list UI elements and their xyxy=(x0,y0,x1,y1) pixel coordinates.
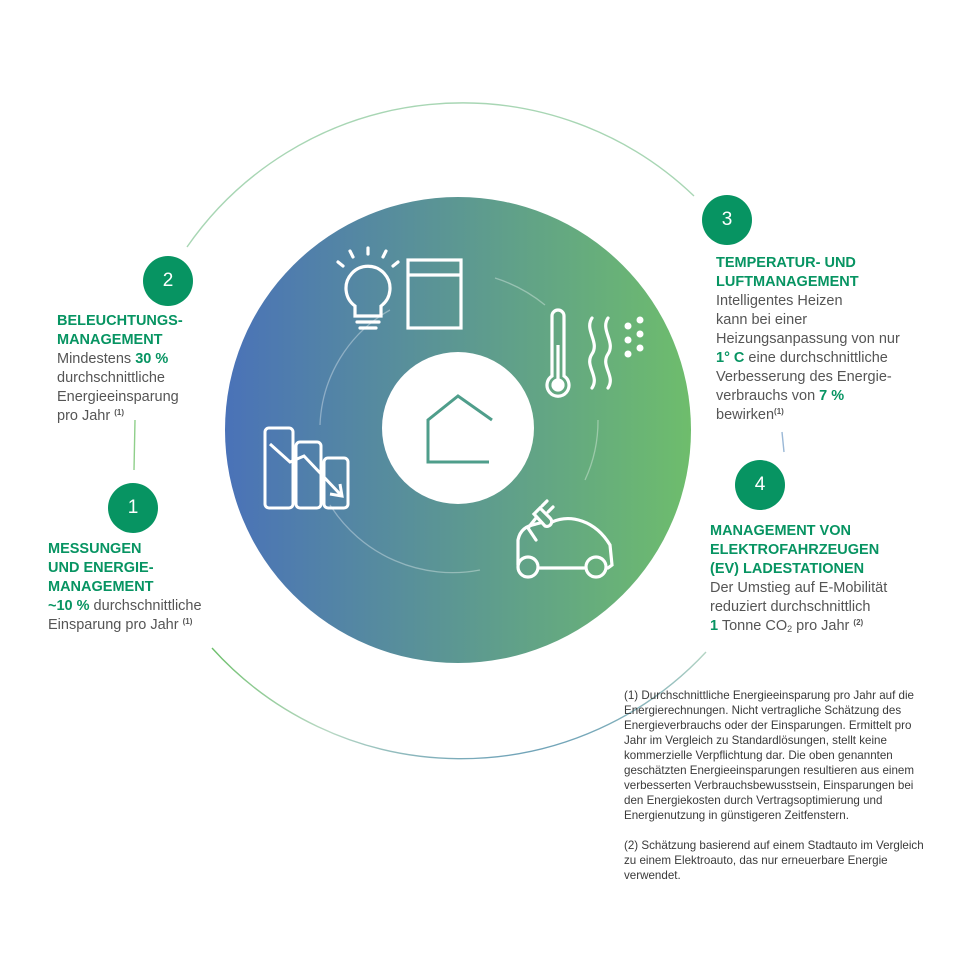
footnote-ref: (1) xyxy=(182,617,193,626)
step-2-title-line-2: MANAGEMENT xyxy=(57,332,163,348)
step-3-title-line-1: TEMPERATUR- UND xyxy=(716,255,856,271)
step-4-text-line-3: 1 Tonne CO2 pro Jahr (2) xyxy=(710,618,864,634)
ring-arc-top-right xyxy=(781,431,785,453)
air-waves-icon xyxy=(588,316,644,390)
step-2-text-block: BELEUCHTUNGS- MANAGEMENT Mindestens 30 %… xyxy=(57,312,183,426)
outer-ring xyxy=(133,102,785,760)
step-4-text-line-1: Der Umstieg auf E-Mobilität xyxy=(710,580,888,596)
step-badge-4: 4 xyxy=(735,460,785,510)
step-1-text-line-2: Einsparung pro Jahr (1) xyxy=(48,617,193,633)
step-3-title-line-2: LUFTMANAGEMENT xyxy=(716,274,859,290)
step-3-text-line-5: Verbesserung des Energie- xyxy=(716,369,892,385)
step-3-text-line-3: Heizungsanpassung von nur xyxy=(716,331,900,347)
step-3-text-line-4: 1° C eine durchschnittliche xyxy=(716,350,888,366)
step-2-text-line-1: Mindestens 30 % xyxy=(57,351,169,367)
footnote-ref: (2) xyxy=(853,618,864,627)
step-2-text-line-2: durchschnittliche xyxy=(57,370,165,386)
electric-car-icon xyxy=(516,499,614,579)
step-2-title-line-1: BELEUCHTUNGS- xyxy=(57,313,183,329)
step-3-text-line-2: kann bei einer xyxy=(716,312,808,328)
step-2-text-line-3: Energieeinsparung xyxy=(57,389,179,405)
step-2-text-line-4: pro Jahr (1) xyxy=(57,408,125,424)
step-3-text-line-1: Intelligentes Heizen xyxy=(716,293,843,309)
footnotes: (1) Durchschnittliche Energieeinsparung … xyxy=(624,688,924,898)
footnote-ref: (1) xyxy=(114,408,125,417)
step-1-title-line-3: MANAGEMENT xyxy=(48,579,154,595)
step-4-text-block: MANAGEMENT VON ELEKTROFAHRZEUGEN (EV) LA… xyxy=(710,522,887,636)
step-1-text-block: MESSUNGEN UND ENERGIE- MANAGEMENT ~10 % … xyxy=(48,540,202,635)
thermometer-icon xyxy=(545,308,571,398)
ring-arc-top xyxy=(186,102,695,248)
window-icon xyxy=(406,258,463,330)
step-4-title-line-2: ELEKTROFAHRZEUGEN xyxy=(710,542,880,558)
footnote-ref: (1) xyxy=(774,407,784,416)
ring-arc-bottom xyxy=(211,647,707,760)
footnote-2: (2) Schätzung basierend auf einem Stadta… xyxy=(624,839,924,882)
step-3-text-block: TEMPERATUR- UND LUFTMANAGEMENT Intellige… xyxy=(716,254,900,425)
declining-meter-chart-icon xyxy=(263,426,350,510)
step-badge-3: 3 xyxy=(702,195,752,245)
step-1-title-line-2: UND ENERGIE- xyxy=(48,560,154,576)
inner-ring xyxy=(319,277,599,574)
step-4-title-line-1: MANAGEMENT VON xyxy=(710,523,851,539)
lightbulb-icon xyxy=(336,246,400,330)
step-badge-2: 2 xyxy=(143,256,193,306)
step-1-title-line-1: MESSUNGEN xyxy=(48,541,142,557)
ring-arc-left xyxy=(133,419,136,471)
step-3-text-line-6: verbrauchs von 7 % xyxy=(716,388,845,404)
house-outline-icon xyxy=(426,394,493,464)
footnote-1: (1) Durchschnittliche Energieeinsparung … xyxy=(624,689,915,822)
step-4-title-line-3: (EV) LADESTATIONEN xyxy=(710,561,865,577)
step-badge-1: 1 xyxy=(108,483,158,533)
step-3-text-line-7: bewirken(1) xyxy=(716,407,784,423)
step-4-text-line-2: reduziert durchschnittlich xyxy=(710,599,871,615)
step-1-text-line-1: ~10 % durchschnittliche xyxy=(48,598,202,614)
center-circle xyxy=(382,352,534,504)
